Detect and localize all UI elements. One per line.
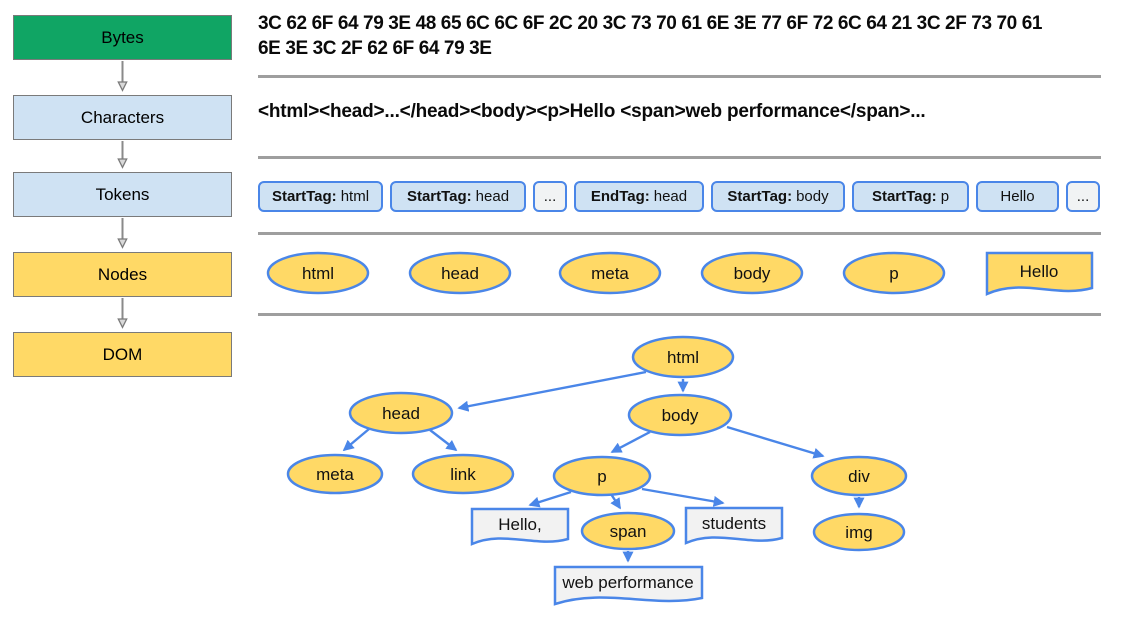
node-label: p (889, 264, 898, 283)
tree-node-p (552, 455, 652, 497)
stage-label: Bytes (101, 27, 144, 47)
separator-line (258, 232, 1101, 235)
node-ellipse-meta (558, 251, 662, 295)
tree-textnode-hello (470, 507, 570, 546)
tree-node-label: head (382, 404, 420, 423)
tree-node-span (580, 511, 676, 551)
separator-line (258, 313, 1101, 316)
token-starttag-head: StartTag:head (390, 181, 526, 212)
token-value: head (475, 188, 510, 205)
tree-node-link (411, 453, 515, 495)
tree-node-label: Hello, (498, 515, 541, 534)
token-ellipsis: ... (533, 181, 567, 212)
token-starttag-body: StartTag:body (711, 181, 845, 212)
arrow-html-to-head (457, 370, 647, 412)
bytes-hex-line-2: 6E 3E 3C 2F 62 6F 64 79 3E (258, 38, 492, 59)
token-type: StartTag: (406, 188, 472, 205)
token-value: ... (543, 188, 557, 205)
stage-box-dom: DOM (13, 332, 232, 377)
tree-node-html (631, 335, 735, 379)
stage-label: DOM (102, 344, 143, 364)
node-label: head (441, 264, 479, 283)
node-ellipse-body (700, 251, 804, 295)
token-value: p (940, 188, 950, 205)
token-value: head (653, 188, 688, 205)
token-starttag-html: StartTag:html (258, 181, 383, 212)
token-type: StartTag: (871, 188, 937, 205)
dom-tree-arrows (342, 370, 865, 563)
stage-box-tokens: Tokens (13, 172, 232, 217)
stage-label: Nodes (97, 264, 148, 284)
arrow-p-to-span (609, 493, 622, 510)
token-endtag-head: EndTag:head (574, 181, 704, 212)
text-node-flag-hello (985, 251, 1094, 296)
tree-node-label: span (610, 522, 647, 541)
node-ellipse-head (408, 251, 512, 295)
tree-node-meta (286, 453, 384, 495)
tree-node-label: students (702, 514, 766, 533)
tree-node-img (812, 512, 906, 552)
stage-label: Characters (80, 107, 165, 127)
arrow-p-to-hello (528, 490, 572, 508)
tree-node-label: link (450, 465, 476, 484)
arrow-body-to-div (726, 425, 825, 459)
arrow-head-to-meta (342, 428, 370, 452)
separator-line (258, 75, 1101, 78)
stage-box-nodes: Nodes (13, 252, 232, 297)
node-label: html (302, 264, 334, 283)
token-starttag-p: StartTag:p (852, 181, 969, 212)
tree-node-label: web performance (561, 573, 693, 592)
arrow-head-to-link (429, 429, 458, 452)
token-type: EndTag: (590, 188, 650, 205)
characters-text: <html><head>...</head><body><p>Hello <sp… (258, 101, 926, 122)
dom-tree-nodes: html head body meta link p div Hello, sp… (286, 335, 908, 606)
bytes-hex-text: 3C 62 6F 64 79 3E 48 65 6C 6C 6F 2C 20 3… (258, 11, 1042, 61)
arrow-p-to-students (641, 487, 725, 507)
token-value: html (340, 188, 370, 205)
node-ellipse-html (266, 251, 370, 295)
bytes-hex-line-1: 3C 62 6F 64 79 3E 48 65 6C 6C 6F 2C 20 3… (258, 13, 1043, 34)
arrow-body-to-p (610, 430, 651, 454)
tree-node-label: div (848, 467, 870, 486)
nodes-row: html head meta body p Hello (266, 251, 1094, 296)
token-type: StartTag: (271, 188, 337, 205)
tree-textnode-webperformance (553, 565, 704, 606)
tree-node-label: p (597, 467, 606, 486)
token-type: StartTag: (727, 188, 793, 205)
stage-box-characters: Characters (13, 95, 232, 140)
token-row: StartTag:html StartTag:head ... EndTag:h… (258, 181, 1100, 212)
token-text-hello: Hello (976, 181, 1059, 212)
node-ellipse-p (842, 251, 946, 295)
token-value: body (796, 188, 829, 205)
separator-line (258, 156, 1101, 159)
node-label: Hello (1020, 262, 1059, 281)
tree-node-label: body (662, 406, 699, 425)
stage-label: Tokens (95, 184, 150, 204)
tree-node-head (348, 391, 454, 435)
token-value: Hello (1000, 188, 1035, 205)
tree-node-label: meta (316, 465, 354, 484)
tree-node-body (627, 393, 733, 437)
node-label: body (734, 264, 771, 283)
token-ellipsis: ... (1066, 181, 1100, 212)
stage-box-bytes: Bytes (13, 15, 232, 60)
tree-node-label: html (667, 348, 699, 367)
token-value: ... (1076, 188, 1090, 205)
tree-node-label: img (845, 523, 872, 542)
node-label: meta (591, 264, 629, 283)
tree-textnode-students (684, 506, 784, 545)
tree-node-div (810, 455, 908, 497)
